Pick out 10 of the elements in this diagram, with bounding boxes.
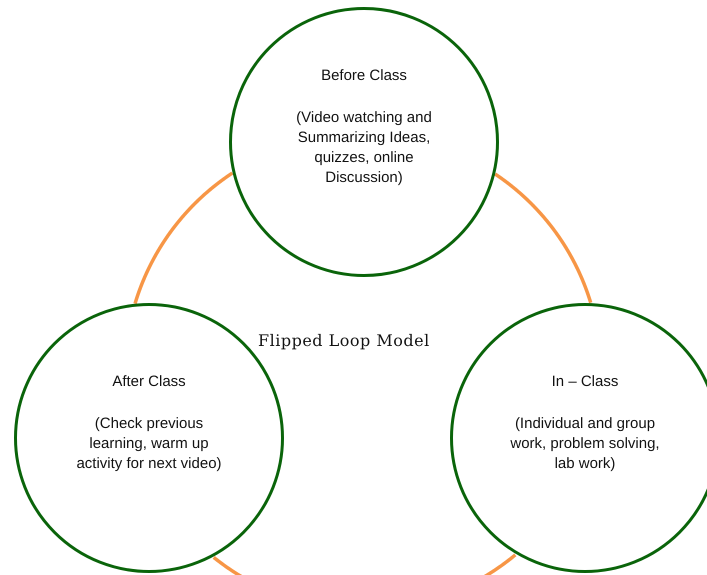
connector-arc bbox=[133, 172, 234, 304]
stage-description: (Individual and group work, problem solving, lab work) bbox=[509, 414, 661, 474]
diagram-title: Flipped Loop Model bbox=[258, 331, 430, 350]
stage-heading: After Class bbox=[112, 372, 186, 392]
stage-description: (Check previous learning, warm up activity for next video) bbox=[75, 414, 223, 474]
stage-heading: Before Class bbox=[321, 66, 407, 86]
stage-heading: In – Class bbox=[552, 372, 618, 392]
stage-description: (Video watching and Summarizing Ideas, quizzes, online Discussion) bbox=[295, 108, 433, 188]
connector-arc bbox=[494, 172, 592, 304]
connector-arc bbox=[212, 554, 516, 575]
